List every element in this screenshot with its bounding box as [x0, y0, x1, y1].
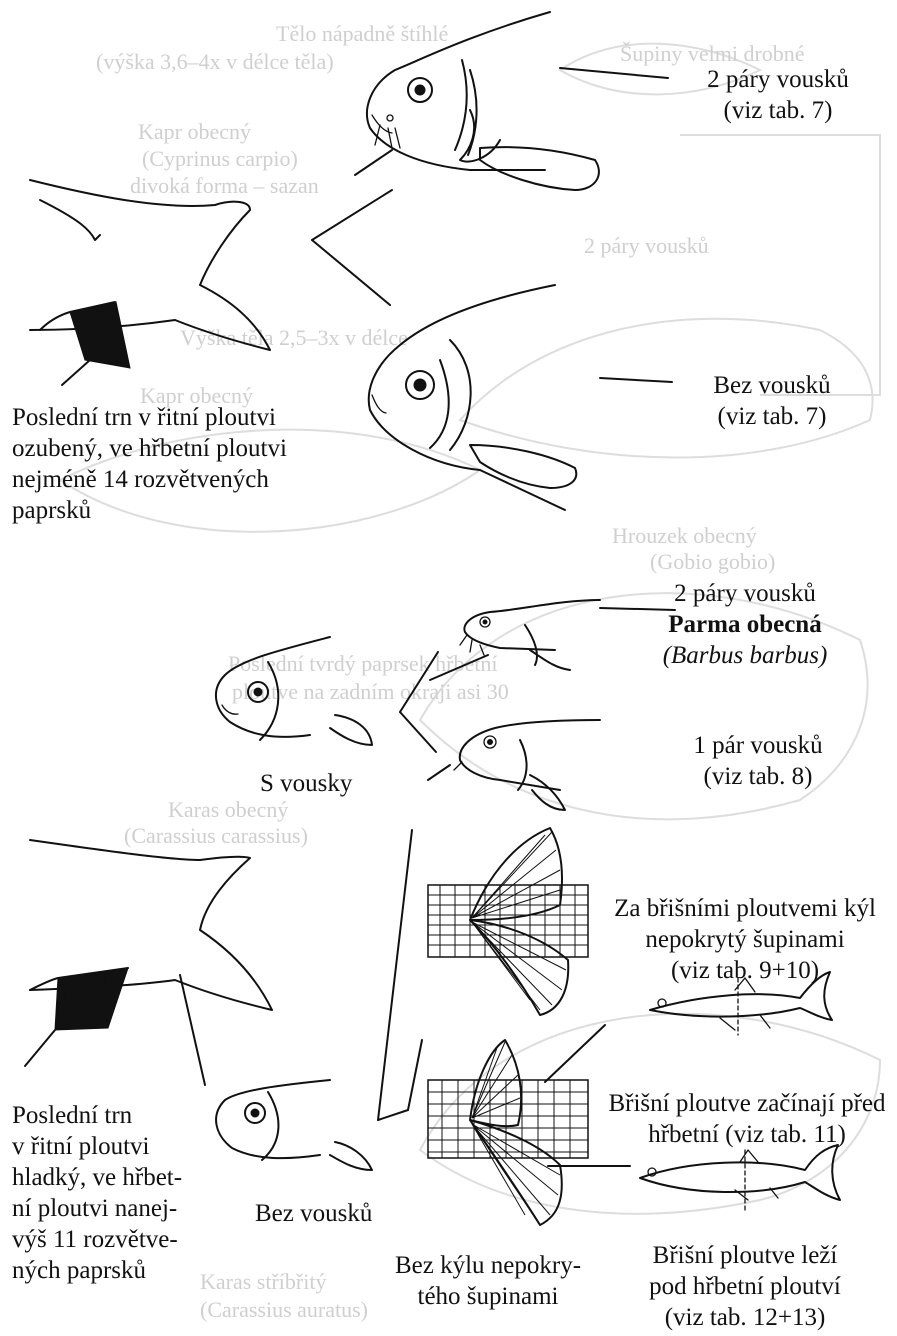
label-anal-fin-smooth: Poslední trn v řitní ploutvi hladký, ve … — [12, 1100, 182, 1286]
label-line: Bez vousků — [255, 1198, 372, 1229]
label-line: Bez vousků — [672, 370, 872, 401]
connector-line — [560, 68, 668, 78]
one-pair-barbels-fish-drawing — [428, 720, 600, 810]
label-line: Za břišními ploutvemi kýl — [600, 893, 890, 924]
slender-fish-ventral-under-drawing — [548, 1145, 840, 1210]
connector-line — [400, 652, 438, 712]
label-line: Poslední trn — [12, 1100, 182, 1131]
label-no-keel: Bez kýlu nepokry- tého šupinami — [388, 1250, 588, 1312]
label-line: 1 pár vousků — [658, 730, 858, 761]
label-ventral-before-dorsal: Břišní ploutve začínají před hřbetní (vi… — [598, 1088, 896, 1150]
connector-line — [180, 975, 205, 1085]
label-line: v řitní ploutvi — [12, 1131, 182, 1162]
label-barbus: 2 páry vousků Parma obecná (Barbus barbu… — [640, 578, 850, 671]
carp-head-with-barbels-small-drawing — [216, 637, 372, 745]
label-line: nepokrytý šupinami — [600, 924, 890, 955]
label-line: (viz tab. 8) — [658, 761, 858, 792]
connector-line — [408, 1040, 422, 1110]
carp-tail-toothed-drawing — [30, 180, 270, 385]
label-ventral-under-dorsal: Břišní ploutve leží pod hřbetní ploutví … — [630, 1240, 860, 1333]
label-line: Břišní ploutve začínají před — [598, 1088, 896, 1119]
label-keel: Za břišními ploutvemi kýl nepokrytý šupi… — [600, 893, 890, 986]
label-line: (viz tab. 12+13) — [630, 1302, 860, 1333]
label-no-barbels: Bez vousků (viz tab. 7) — [672, 370, 872, 432]
ventral-no-keel-fin-drawing — [428, 1040, 588, 1225]
label-anal-fin-toothed: Poslední trn v řitní ploutvi ozubený, ve… — [12, 402, 287, 526]
label-line: nejméně 14 rozvětvených — [12, 464, 287, 495]
label-line: ozubený, ve hřbetní ploutvi — [12, 433, 287, 464]
label-line: S vousky — [260, 768, 352, 799]
label-no-barbels-2: Bez vousků — [255, 1198, 372, 1229]
label-line: ných paprsků — [12, 1255, 182, 1286]
label-line: Břišní ploutve leží — [630, 1240, 860, 1271]
carp-head-no-barbels-drawing — [369, 285, 577, 510]
connector-line — [312, 190, 392, 240]
connector-line — [312, 240, 390, 305]
connector-line — [400, 712, 436, 752]
label-one-pair-barbels: 1 pár vousků (viz tab. 8) — [658, 730, 858, 792]
connector-line — [600, 378, 672, 382]
barbus-fish-drawing — [430, 600, 600, 680]
label-line: hřbetní (viz tab. 11) — [598, 1119, 896, 1150]
label-with-barbels: S vousky — [260, 768, 352, 799]
label-line: 2 páry vousků — [640, 578, 850, 609]
carp-tail-smooth-drawing — [25, 840, 272, 1066]
label-line: ní ploutvi nanej- — [12, 1193, 182, 1224]
label-line: tého šupinami — [388, 1281, 588, 1312]
label-two-pairs-barbels: 2 páry vousků (viz tab. 7) — [678, 64, 878, 126]
label-line: Bez kýlu nepokry- — [388, 1250, 588, 1281]
connector-line — [378, 830, 412, 1120]
label-line: pod hřbetní ploutví — [630, 1271, 860, 1302]
carp-head-no-barbels-small-drawing — [216, 1080, 372, 1170]
label-line: hladký, ve hřbet- — [12, 1162, 182, 1193]
label-line: (viz tab. 7) — [672, 401, 872, 432]
carp-head-barbels-drawing — [355, 12, 599, 190]
label-line: Poslední trn v řitní ploutvi — [12, 402, 287, 433]
label-line: (viz tab. 9+10) — [600, 955, 890, 986]
label-line: výš 11 rozvětve- — [12, 1224, 182, 1255]
label-line: paprsků — [12, 495, 287, 526]
ventral-keel-fin-drawing — [428, 828, 588, 1015]
label-line: (viz tab. 7) — [678, 95, 878, 126]
species-latin-name: (Barbus barbus) — [640, 640, 850, 671]
label-line: 2 páry vousků — [678, 64, 878, 95]
connector-line — [378, 1110, 408, 1120]
slender-fish-ventral-before-drawing — [545, 972, 832, 1082]
species-name: Parma obecná — [640, 609, 850, 640]
